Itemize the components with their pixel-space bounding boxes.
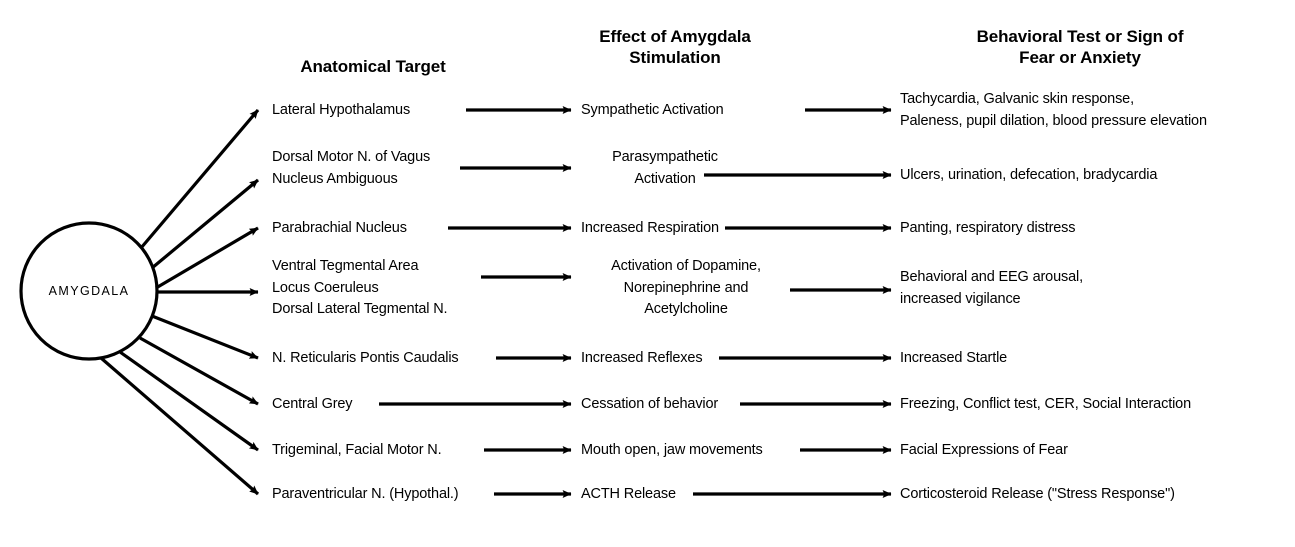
effect-label-monoamine-activation: Activation of Dopamine, Norepinephrine a… (611, 258, 761, 317)
target-label-trigeminal-facial-motor: Trigeminal, Facial Motor N. (272, 442, 442, 458)
target-label-central-grey: Central Grey (272, 396, 353, 412)
effect-to-sign-arrows (693, 106, 892, 498)
effect-label-mouth-open-jaw-movements: Mouth open, jaw movements (581, 442, 763, 458)
target-label-vagus-nucleus-ambiguous: Dorsal Motor N. of Vagus Nucleus Ambiguo… (272, 149, 431, 187)
effect-label-sympathetic-activation: Sympathetic Activation (581, 102, 724, 118)
target-label-lateral-hypothalamus: Lateral Hypothalamus (272, 102, 411, 118)
hub-arrow-8 (99, 356, 260, 496)
effect-label-cessation-of-behavior: Cessation of behavior (581, 396, 719, 412)
hub-arrow-3 (155, 226, 259, 290)
hub-fan-arrows (99, 108, 260, 496)
sign-label-eeg-arousal-vigilance: Behavioral and EEG arousal, increased vi… (900, 269, 1083, 307)
sign-label-freezing-conflict-cer: Freezing, Conflict test, CER, Social Int… (900, 396, 1191, 412)
hub-arrow-2 (150, 178, 260, 270)
target-to-effect-arrows (379, 106, 572, 498)
amygdala-label: AMYGDALA (48, 284, 130, 298)
hub-arrow-6 (139, 336, 259, 406)
sign-label-sympathetic-signs: Tachycardia, Galvanic skin response, Pal… (900, 91, 1207, 129)
effect-label-increased-respiration: Increased Respiration (581, 220, 719, 236)
target-label-n-reticularis-pontis-caudalis: N. Reticularis Pontis Caudalis (272, 350, 459, 366)
sign-label-increased-startle: Increased Startle (900, 350, 1008, 366)
effect-label-parasympathetic-activation: Parasympathetic Activation (612, 149, 718, 187)
target-label-vta-locus-coeruleus-dltn: Ventral Tegmental Area Locus Coeruleus D… (272, 258, 448, 317)
target-label-parabrachial-nucleus: Parabrachial Nucleus (272, 220, 407, 236)
hub-arrow-1 (139, 108, 260, 250)
column-header-behavioral-test-or-sign: Behavioral Test or Sign of Fear or Anxie… (976, 27, 1184, 67)
sign-label-parasympathetic-signs: Ulcers, urination, defecation, bradycard… (900, 167, 1158, 183)
column-header-anatomical-target: Anatomical Target (300, 57, 446, 76)
hub-arrow-5 (151, 314, 259, 360)
effect-label-increased-reflexes: Increased Reflexes (581, 350, 703, 366)
sign-label-panting-respiratory-distress: Panting, respiratory distress (900, 220, 1076, 236)
hub-arrow-7 (119, 350, 259, 452)
column-header-effect-of-amygdala-stimulation: Effect of Amygdala Stimulation (599, 27, 751, 67)
sign-label-corticosteroid-release: Corticosteroid Release ("Stress Response… (900, 486, 1175, 502)
sign-label-facial-expressions-of-fear: Facial Expressions of Fear (900, 442, 1068, 458)
effect-label-acth-release: ACTH Release (581, 486, 676, 502)
target-label-paraventricular-nucleus: Paraventricular N. (Hypothal.) (272, 486, 459, 502)
